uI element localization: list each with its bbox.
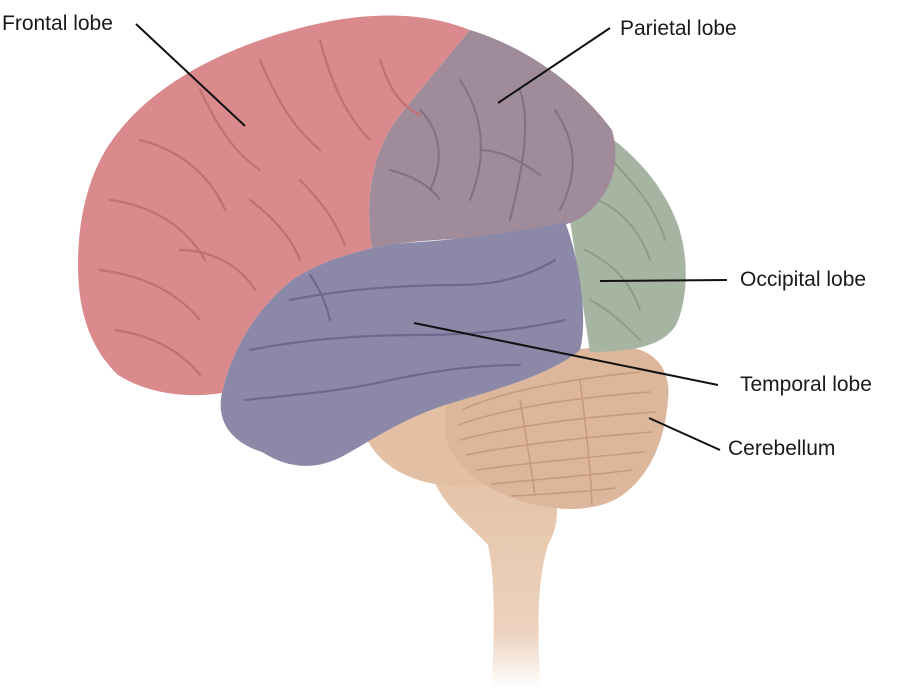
label-cerebellum: Cerebellum: [728, 437, 836, 460]
leader-line-occipital: [599, 279, 728, 282]
temporal-gyri: [243, 258, 567, 402]
frontal-lobe: [78, 15, 470, 396]
leader-line-cerebellum: [648, 417, 721, 451]
brainstem: [430, 470, 558, 688]
label-parietal-lobe: Parietal lobe: [620, 17, 737, 40]
parietal-gyri: [389, 79, 574, 221]
label-frontal-lobe: Frontal lobe: [2, 12, 113, 35]
leader-line-parietal: [497, 27, 611, 104]
label-temporal-lobe: Temporal lobe: [740, 373, 872, 396]
leader-line-frontal: [135, 23, 246, 127]
leader-lines: [135, 23, 728, 451]
frontal-gyri: [98, 38, 422, 377]
occipital-gyri: [584, 159, 666, 341]
parietal-lobe: [369, 30, 616, 248]
label-occipital-lobe: Occipital lobe: [740, 268, 867, 291]
leader-line-temporal: [413, 322, 719, 386]
cerebellum-folia: [457, 371, 656, 506]
